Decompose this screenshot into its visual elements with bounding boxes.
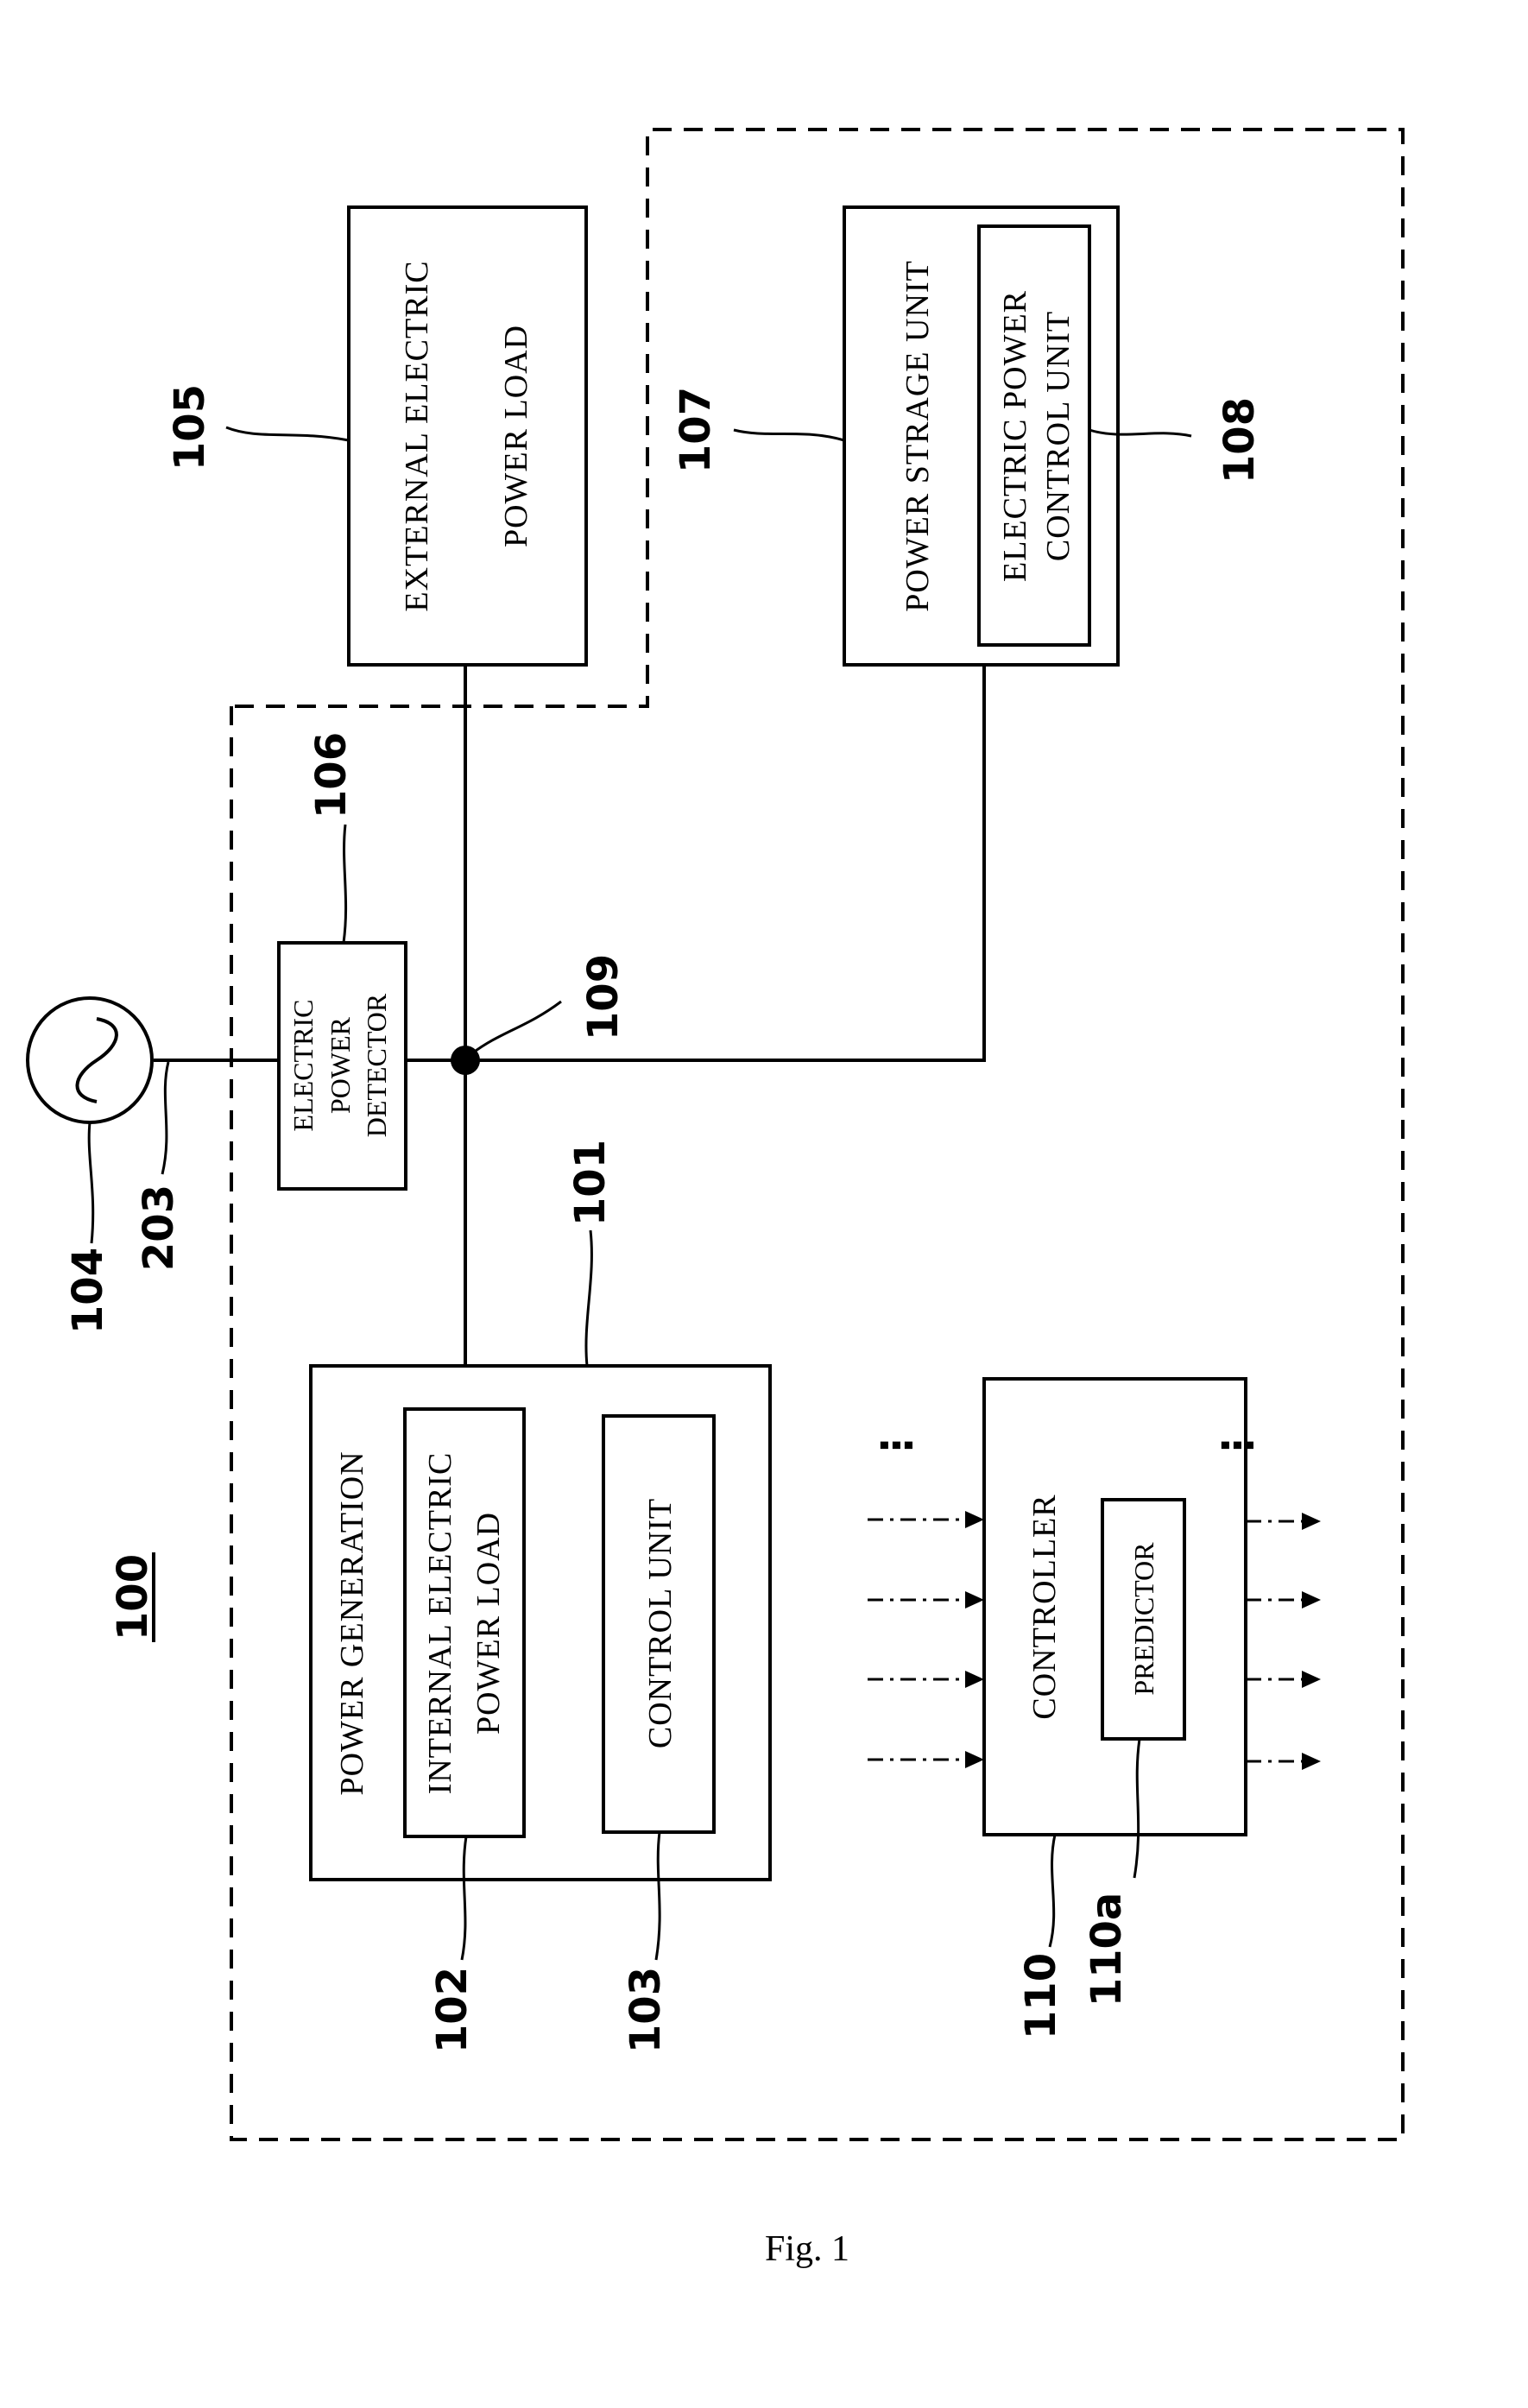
leader-106 (344, 825, 346, 943)
leader-203 (162, 1062, 168, 1174)
controller-label: CONTROLLER (1026, 1494, 1063, 1719)
power-control-label-1: ELECTRIC POWER (997, 290, 1033, 582)
leader-105 (226, 427, 349, 440)
leader-104 (89, 1122, 93, 1243)
ref-101: 101 (566, 1140, 615, 1226)
external-load-label-2: POWER LOAD (498, 325, 534, 547)
power-control-label-2: CONTROL UNIT (1040, 311, 1077, 561)
power-generation-label: POWER GENERATION (334, 1450, 370, 1795)
predictor-label: PREDICTOR (1128, 1542, 1159, 1696)
ref-110: 110 (1017, 1953, 1065, 2039)
detector-label-1: ELECTRIC (287, 1000, 319, 1132)
detector-label-3: DETECTOR (361, 993, 392, 1137)
power-storage-label: POWER STRAGE UNIT (900, 260, 936, 612)
input-ellipsis: ⋮ (873, 1425, 921, 1466)
ref-106: 106 (307, 732, 356, 818)
ref-108: 108 (1215, 397, 1264, 483)
leader-101 (586, 1230, 591, 1366)
detector-label-2: POWER (325, 1016, 356, 1114)
internal-load-label-1: INTERNAL ELECTRIC (422, 1452, 458, 1795)
ref-203: 203 (135, 1185, 183, 1271)
external-load-box (349, 207, 586, 665)
ref-103: 103 (622, 1967, 670, 2053)
internal-load-label-2: POWER LOAD (470, 1512, 507, 1735)
leader-107 (734, 430, 844, 440)
leader-109 (472, 1002, 561, 1053)
ref-100: 100 (109, 1554, 157, 1640)
ref-102: 102 (428, 1967, 477, 2053)
leader-110 (1050, 1835, 1055, 1947)
ref-107: 107 (672, 387, 720, 473)
ac-source-icon (28, 998, 152, 1122)
ref-105: 105 (166, 384, 214, 471)
junction-to-storage (465, 665, 984, 1060)
controller-output-arrows (1246, 1513, 1321, 1770)
output-ellipsis: ⋮ (1214, 1425, 1262, 1466)
figure-caption: Fig. 1 (765, 2229, 849, 2269)
ref-109: 109 (579, 954, 628, 1040)
controller-input-arrows (868, 1511, 984, 1768)
ref-110a: 110a (1083, 1893, 1131, 2007)
control-unit-label: CONTROL UNIT (642, 1498, 679, 1748)
ref-104: 104 (64, 1248, 112, 1334)
external-load-label: EXTERNAL ELECTRIC (399, 260, 435, 611)
